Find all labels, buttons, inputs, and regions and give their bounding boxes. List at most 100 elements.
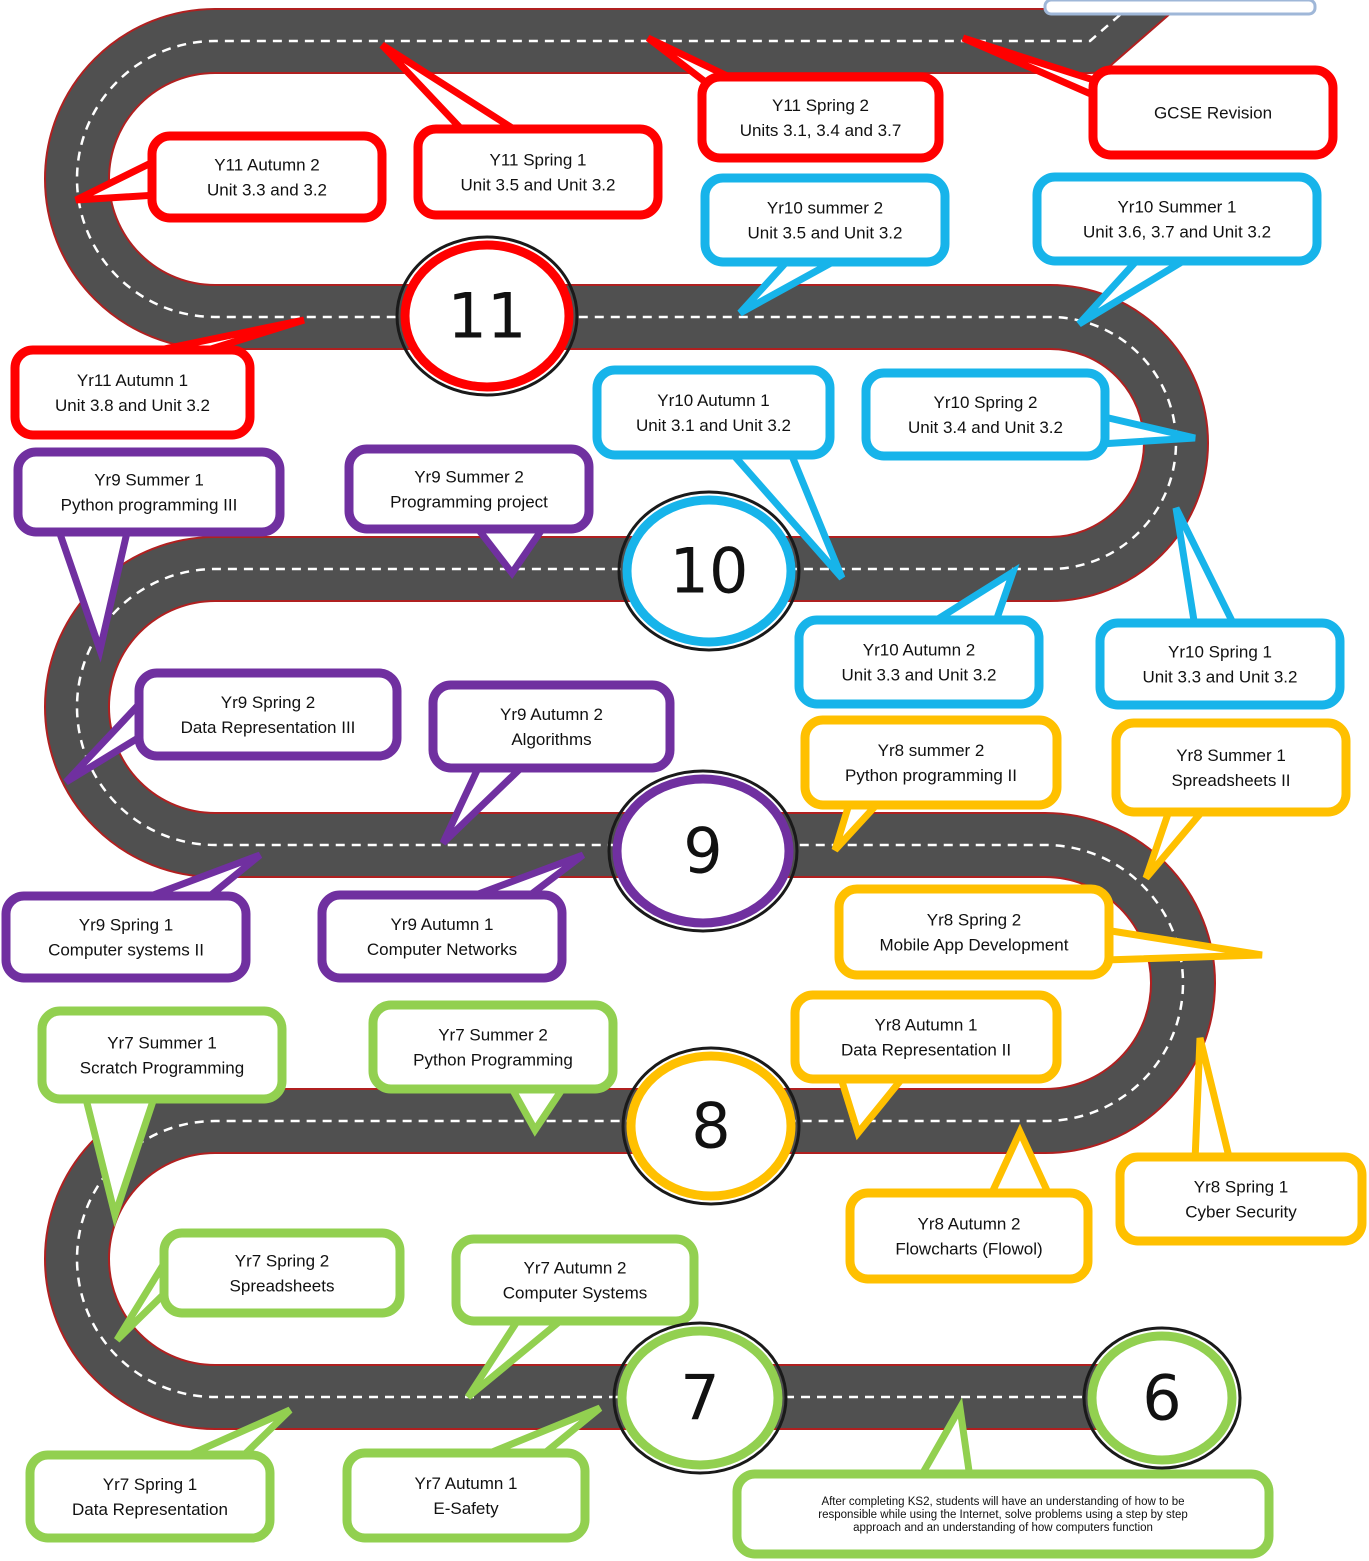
callout-y8-summer-2: Yr8 summer 2 Python programming II (800, 715, 1062, 853)
callout-box (344, 444, 594, 534)
callout-text-line: Unit 3.5 and Unit 3.2 (748, 224, 903, 243)
callout-text-line: Python programming II (845, 766, 1017, 785)
callout-text-line: Yr8 Spring 1 (1194, 1178, 1289, 1197)
callout-text-line: Yr8 Spring 2 (927, 911, 1022, 930)
milestone-ring (612, 774, 794, 928)
callout-text-line: Data Representation II (841, 1041, 1011, 1060)
callout-text-line: Yr10 summer 2 (767, 199, 883, 218)
milestone-number: 11 (448, 280, 527, 353)
callout-text-line: Yr8 Autumn 1 (874, 1016, 977, 1035)
callout-y10-summer-2: Yr10 summer 2 Unit 3.5 and Unit 3.2 (700, 173, 950, 317)
callout-box (428, 680, 675, 773)
year-11-milestone: 11 (395, 235, 579, 397)
callout-box (1032, 172, 1322, 266)
milestone-outline (607, 769, 799, 933)
milestone-ring (617, 1326, 783, 1470)
callout-text-line: Unit 3.8 and Unit 3.2 (55, 396, 210, 415)
callout-y10-summer-1: Yr10 Summer 1 Unit 3.6, 3.7 and Unit 3.2 (1032, 172, 1322, 327)
callout-text-line: Computer Networks (367, 940, 517, 959)
year-9-milestone: 9 (607, 769, 799, 933)
callout-box (845, 1188, 1093, 1284)
callout-text-line: Yr10 Summer 1 (1117, 198, 1236, 217)
callout-box (368, 1000, 618, 1094)
callout-text-line: Yr7 Summer 2 (438, 1026, 548, 1045)
callout-y11-spring-2: Y11 Spring 2 Units 3.1, 3.4 and 3.7 (645, 34, 944, 163)
callout-text-line: Python Programming (413, 1051, 573, 1070)
callout-box (592, 365, 835, 460)
callout-text-line: Yr9 Autumn 2 (500, 705, 603, 724)
callout-text-line: Yr9 Autumn 1 (390, 915, 493, 934)
callout-text-line: Unit 3.4 and Unit 3.2 (908, 418, 1063, 437)
callout-text-line: Yr10 Spring 2 (934, 393, 1038, 412)
callout-y7-autumn-1: Yr7 Autumn 1E-Safety (342, 1404, 603, 1543)
callout-text-line: Yr7 Spring 1 (103, 1475, 198, 1494)
callout-text-line: Data Representation III (181, 718, 356, 737)
callout-box (700, 173, 950, 267)
callout-box (790, 990, 1062, 1084)
callout-text-line: Units 3.1, 3.4 and 3.7 (740, 121, 902, 140)
callout-box (1088, 65, 1338, 160)
callout-text-line: Unit 3.6, 3.7 and Unit 3.2 (1083, 223, 1271, 242)
callout-box (732, 1469, 1274, 1559)
callout-text-line: Yr8 Summer 1 (1176, 746, 1286, 765)
callout-text-line: Programming project (390, 493, 548, 512)
callout-gcse-revision: GCSE Revision (961, 34, 1338, 160)
callout-text-line: Scratch Programming (80, 1059, 244, 1078)
callout-text-line: Yr9 Summer 1 (94, 471, 204, 490)
callout-text-line: Yr10 Autumn 2 (863, 641, 975, 660)
milestone-outline (621, 1046, 801, 1206)
callout-pointer (1191, 1037, 1235, 1165)
year-7-milestone: 7 (612, 1321, 788, 1475)
callout-box (1111, 718, 1351, 817)
callout-box (147, 131, 387, 223)
callout-y7-summer-1: Yr7 Summer 1 Scratch Programming (37, 1006, 287, 1228)
milestone-ring (626, 1051, 796, 1201)
milestone-ring (400, 240, 574, 392)
callout-text-line: Yr7 Summer 1 (107, 1034, 217, 1053)
callout-y8-spring-1: Yr8 Spring 1 Cyber Security (1115, 1037, 1367, 1246)
milestone-number: 7 (680, 1362, 719, 1435)
milestone-ring (622, 495, 796, 647)
milestone-outline (1082, 1326, 1242, 1470)
callout-box (413, 124, 663, 220)
callout-text-line: Unit 3.1 and Unit 3.2 (636, 416, 791, 435)
callouts: GCSE Revision Y11 Spring 2 Units 3.1, 3.4 … (1, 34, 1367, 1559)
callout-text-line: Algorithms (511, 730, 591, 749)
year-8-milestone: 8 (621, 1046, 801, 1206)
milestone-ring (1087, 1331, 1237, 1465)
callout-box (13, 447, 285, 537)
callout-text-line: Y11 Spring 2 (772, 96, 869, 115)
callout-text-line: approach and an understanding of how com… (853, 1522, 1153, 1534)
callout-y11-autumn-1: Yr11 Autumn 1 Unit 3.8 and Unit 3.2 (10, 316, 306, 440)
road (44, 0, 1317, 1430)
callout-box (1, 891, 251, 983)
callout-y10-spring-2: Yr10 Spring 2 Unit 3.4 and Unit 3.2 (861, 368, 1196, 461)
callout-text-line: Yr11 Autumn 1 (77, 371, 188, 390)
callout-box (697, 72, 944, 163)
callout-text-line: Cyber Security (1185, 1203, 1297, 1222)
callout-pointer (1172, 506, 1241, 631)
year-6-milestone: 6 (1082, 1326, 1242, 1470)
callout-text-line: Yr9 Spring 2 (221, 693, 316, 712)
milestone-outline (617, 490, 801, 652)
callout-text-line: Yr8 summer 2 (878, 741, 985, 760)
callout-text-line: Y11 Spring 1 (489, 151, 586, 170)
callout-y8-autumn-1: Yr8 Autumn 1 Data Representation II (790, 990, 1062, 1141)
callout-box (10, 345, 255, 440)
milestone-outline (395, 235, 579, 397)
callout-text-line: Yr9 Spring 1 (79, 916, 174, 935)
callout-ks2-note: After completing KS2, students will have… (732, 1397, 1274, 1559)
milestone-number: 8 (691, 1090, 730, 1163)
callout-box (317, 890, 567, 983)
